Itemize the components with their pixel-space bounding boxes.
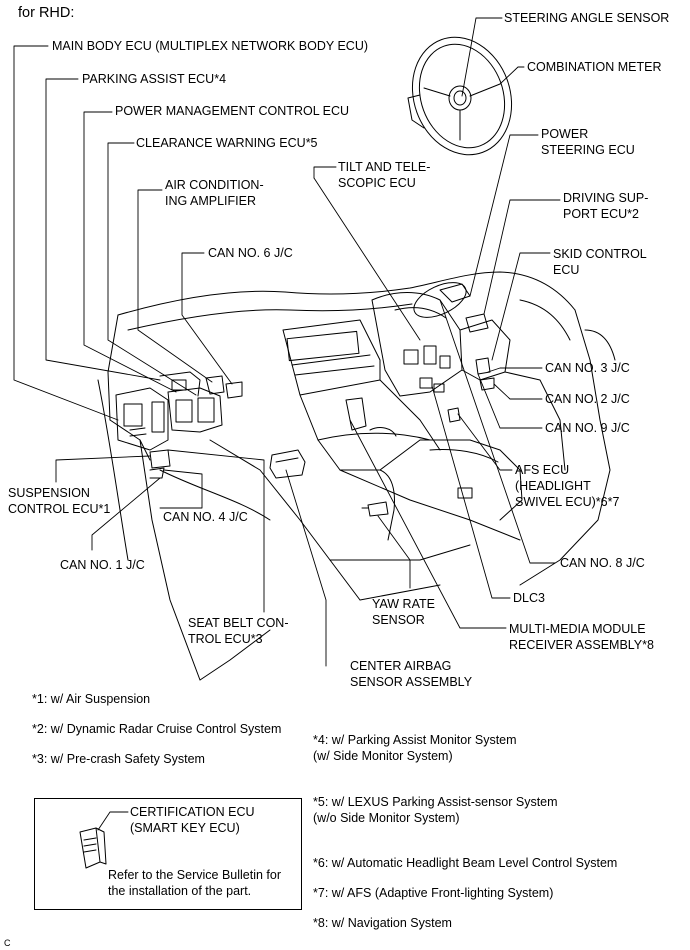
- footnote-1: *1: w/ Air Suspension: [32, 692, 151, 706]
- label-yaw-rate-line2: SENSOR: [372, 613, 425, 627]
- corner-mark: C: [4, 938, 11, 948]
- label-tilt-tele-line1: TILT AND TELE-: [338, 160, 431, 174]
- footnote-3: *3: w/ Pre-crash Safety System: [32, 752, 205, 766]
- footnote-4-line2: (w/ Side Monitor System): [313, 749, 453, 763]
- label-multimedia-line1: MULTI-MEDIA MODULE: [509, 622, 646, 636]
- footnote-7: *7: w/ AFS (Adaptive Front-lighting Syst…: [313, 886, 554, 900]
- label-power-steering-ecu-line2: STEERING ECU: [541, 143, 635, 157]
- label-skid-control-line2: ECU: [553, 263, 580, 277]
- inset-title-line2: (SMART KEY ECU): [130, 821, 240, 835]
- footnote-4-line1: *4: w/ Parking Assist Monitor System: [313, 733, 517, 747]
- label-can-no-3: CAN NO. 3 J/C: [545, 361, 630, 375]
- steering-wheel-drawing: [407, 36, 513, 156]
- ecu-components: [115, 283, 495, 517]
- label-suspension-line1: SUSPENSION: [8, 486, 90, 500]
- label-can-no-8: CAN NO. 8 J/C: [560, 556, 645, 570]
- label-power-management-ecu: POWER MANAGEMENT CONTROL ECU: [115, 104, 350, 118]
- smart-key-ecu-drawing: [79, 811, 129, 869]
- label-seat-belt-line1: SEAT BELT CON-: [188, 616, 289, 630]
- label-can-no-2: CAN NO. 2 J/C: [545, 392, 630, 406]
- footnote-5-line2: (w/o Side Monitor System): [313, 811, 460, 825]
- page-header: for RHD:: [18, 5, 75, 21]
- label-multimedia-line2: RECEIVER ASSEMBLY*8: [509, 638, 654, 652]
- label-can-no-1: CAN NO. 1 J/C: [60, 558, 145, 572]
- label-clearance-warning-ecu: CLEARANCE WARNING ECU*5: [136, 136, 318, 150]
- label-skid-control-line1: SKID CONTROL: [553, 247, 647, 261]
- label-seat-belt-line2: TROL ECU*3: [188, 632, 263, 646]
- label-yaw-rate-line1: YAW RATE: [372, 597, 435, 611]
- label-afs-ecu-line3: SWIVEL ECU)*6*7: [515, 495, 620, 509]
- label-parking-assist-ecu: PARKING ASSIST ECU*4: [82, 72, 227, 86]
- label-afs-ecu-line1: AFS ECU: [515, 463, 570, 477]
- label-can-no-4: CAN NO. 4 J/C: [163, 510, 248, 524]
- inset-title-line1: CERTIFICATION ECU: [130, 805, 255, 819]
- label-suspension-line2: CONTROL ECU*1: [8, 502, 111, 516]
- label-driving-support-line1: DRIVING SUP-: [563, 191, 649, 205]
- label-driving-support-line2: PORT ECU*2: [563, 207, 639, 221]
- label-can-no-9: CAN NO. 9 J/C: [545, 421, 630, 435]
- label-air-conditioning-line1: AIR CONDITION-: [165, 178, 264, 192]
- label-center-airbag-line1: CENTER AIRBAG: [350, 659, 452, 673]
- inset-body-line1: Refer to the Service Bulletin for: [108, 868, 281, 882]
- leader-lines: [13, 17, 561, 667]
- label-combination-meter: COMBINATION METER: [527, 60, 662, 74]
- label-can-no-6: CAN NO. 6 J/C: [208, 246, 293, 260]
- footnote-6: *6: w/ Automatic Headlight Beam Level Co…: [313, 856, 618, 870]
- label-dlc3: DLC3: [513, 591, 545, 605]
- footnote-2: *2: w/ Dynamic Radar Cruise Control Syst…: [32, 722, 282, 736]
- label-power-steering-ecu-line1: POWER: [541, 127, 589, 141]
- label-main-body-ecu: MAIN BODY ECU (MULTIPLEX NETWORK BODY EC…: [52, 39, 369, 53]
- label-afs-ecu-line2: (HEADLIGHT: [515, 479, 591, 493]
- certification-ecu-inset: [34, 798, 302, 910]
- label-air-conditioning-line2: ING AMPLIFIER: [165, 194, 256, 208]
- dashboard-drawing: [97, 271, 616, 681]
- inset-body-line2: the installation of the part.: [108, 884, 252, 898]
- footnote-5-line1: *5: w/ LEXUS Parking Assist-sensor Syste…: [313, 795, 558, 809]
- label-tilt-tele-line2: SCOPIC ECU: [338, 176, 416, 190]
- footnote-8: *8: w/ Navigation System: [313, 916, 452, 930]
- label-steering-angle-sensor: STEERING ANGLE SENSOR: [504, 11, 670, 25]
- label-center-airbag-line2: SENSOR ASSEMBLY: [350, 675, 473, 689]
